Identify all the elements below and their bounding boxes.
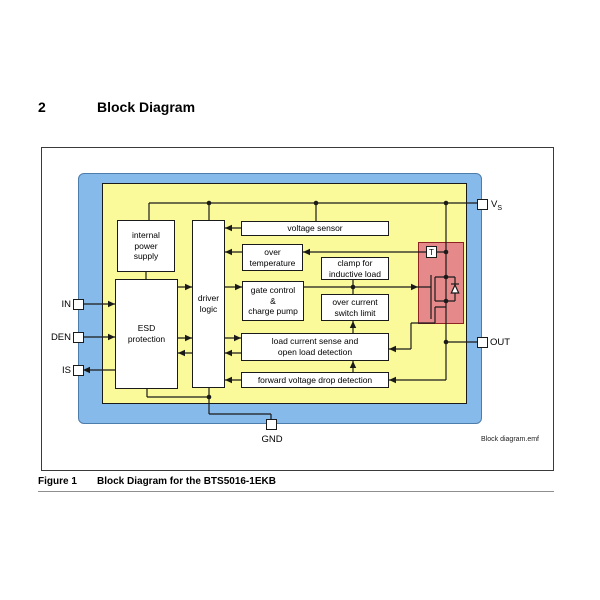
pin-label-den: DEN	[50, 332, 71, 343]
block-gate-control-charge-pump: gate control & charge pump	[242, 281, 304, 321]
pin-is	[73, 365, 84, 376]
pin-out	[477, 337, 488, 348]
pin-label-out: OUT	[490, 337, 511, 348]
pin-vs	[477, 199, 488, 210]
block-load-current-sense: load current sense and open load detecti…	[241, 333, 389, 361]
pin-label-is: IS	[62, 365, 71, 376]
block-label: internal	[132, 230, 160, 241]
figure-frame: internal power supply ESD protection dri…	[41, 147, 554, 471]
figure-caption-label: Figure 1	[38, 476, 77, 487]
block-label: over current	[332, 296, 378, 307]
figure-caption: Figure 1 Block Diagram for the BTS5016-1E…	[38, 476, 276, 487]
temperature-sensor: T	[426, 246, 437, 258]
block-label: voltage sensor	[287, 223, 343, 234]
block-label: &	[270, 295, 276, 306]
temperature-sensor-label: T	[429, 247, 434, 257]
block-label: logic	[199, 304, 218, 314]
block-label: load current sense and	[271, 336, 359, 347]
pin-gnd	[266, 419, 277, 430]
block-label: driver	[197, 293, 220, 304]
section-title: Block Diagram	[97, 99, 196, 115]
block-label: power	[134, 240, 158, 251]
pin-label-in: IN	[61, 299, 72, 310]
block-label: inductive load	[329, 268, 381, 279]
block-label: charge pump	[248, 306, 298, 317]
block-voltage-sensor: voltage sensor	[241, 221, 389, 236]
figure-caption-title: Block Diagram for the BTS5016-1EKB	[97, 476, 276, 487]
block-driver-logic: driver logic	[192, 220, 225, 388]
section-heading: 2 Block Diagram	[38, 99, 195, 115]
block-label: over	[264, 246, 281, 257]
block-esd-protection: ESD protection	[115, 279, 178, 389]
block-label: supply	[133, 251, 159, 262]
block-label: forward voltage drop detection	[257, 374, 373, 385]
block-label: clamp for	[337, 257, 373, 268]
block-over-temperature: over temperature	[242, 244, 303, 271]
pin-in	[73, 299, 84, 310]
block-label: ESD	[137, 323, 156, 334]
block-label: gate control	[250, 285, 296, 296]
caption-rule	[38, 491, 554, 492]
block-label: temperature	[249, 257, 296, 268]
block-clamp-inductive-load: clamp for inductive load	[321, 257, 389, 280]
pin-den	[73, 332, 84, 343]
power-stage-block	[418, 242, 464, 324]
block-label: switch limit	[334, 307, 376, 318]
block-internal-power-supply: internal power supply	[117, 220, 175, 272]
block-forward-voltage-drop: forward voltage drop detection	[241, 372, 389, 388]
pin-label-vs: VS	[491, 199, 503, 212]
block-label: protection	[127, 334, 166, 344]
pin-label-gnd: GND	[261, 434, 283, 445]
figure-watermark: Block diagram.emf	[481, 436, 539, 443]
block-over-current-switch-limit: over current switch limit	[321, 294, 389, 321]
section-number: 2	[38, 99, 46, 115]
block-label: open load detection	[277, 347, 353, 357]
